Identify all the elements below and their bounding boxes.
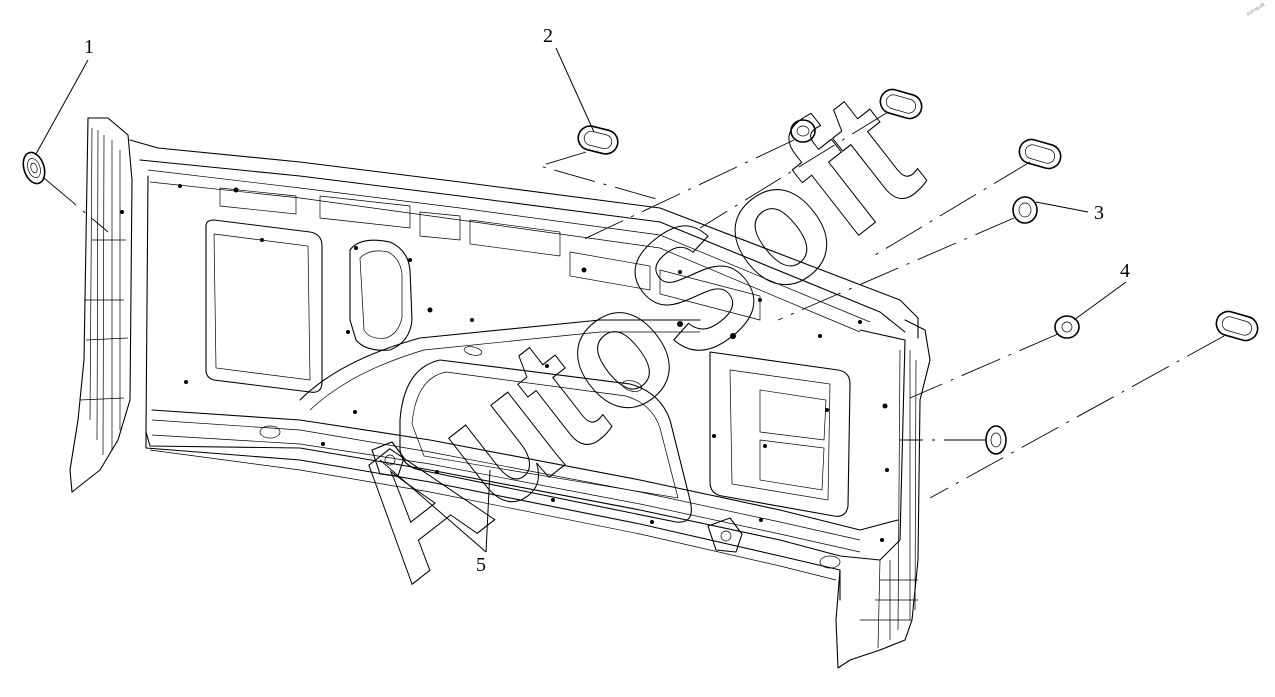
round-plug-top [790, 119, 816, 143]
round-plug-part-3 [1012, 196, 1038, 224]
assembly-centerlines [43, 111, 1225, 499]
oval-plug-far-right [1215, 310, 1259, 342]
callout-3: 3 [1094, 202, 1104, 224]
round-grommet-lower-right [985, 425, 1007, 455]
callout-leaders [35, 47, 1127, 553]
oval-plug-top-right [879, 88, 923, 120]
callout-4: 4 [1120, 260, 1130, 282]
callout-5: 5 [476, 554, 486, 576]
grommet-part-1 [22, 151, 46, 185]
callout-1: 1 [84, 36, 94, 58]
callout-2: 2 [543, 25, 553, 47]
round-plug-part-4 [1054, 315, 1080, 339]
oval-plug-right [1018, 138, 1062, 170]
watermark-corner-text: autosoft [1246, 2, 1267, 17]
rear-panel-assembly [69, 117, 931, 669]
oval-plug-part-2 [577, 125, 619, 155]
